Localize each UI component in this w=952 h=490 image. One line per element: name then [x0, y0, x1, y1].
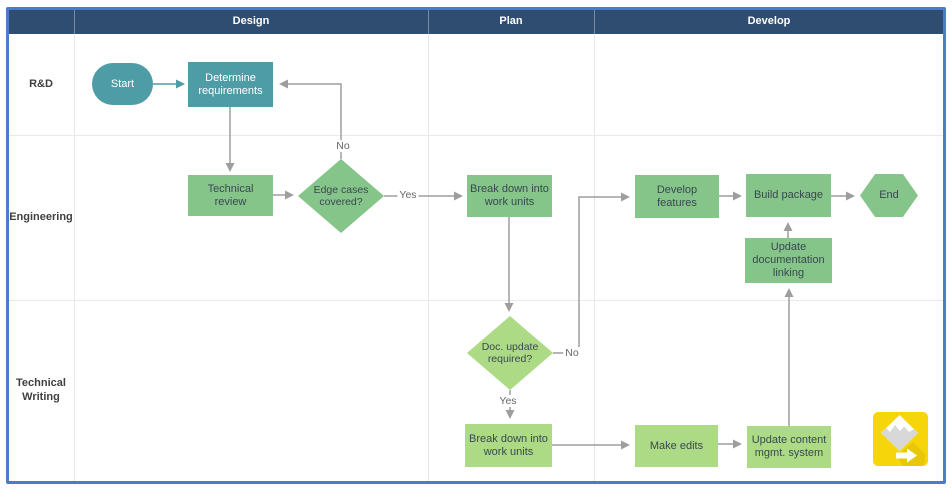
- node-technical-review[interactable]: Technical review: [188, 175, 273, 216]
- node-develop-features[interactable]: Develop features: [635, 175, 719, 218]
- connector-edgecases-no-to-determine: [279, 79, 342, 159]
- header-divider: [428, 8, 429, 34]
- node-edge-cases-decision[interactable]: Edge cases covered?: [298, 159, 384, 233]
- node-update-content-mgmt-system[interactable]: Update content mgmt. system: [747, 426, 831, 468]
- column-divider: [594, 34, 595, 481]
- lane-divider: [8, 135, 944, 136]
- edge-label-yes-down: Yes: [497, 395, 519, 407]
- phase-header-design: Design: [232, 15, 270, 27]
- node-break-down-work-units-tw[interactable]: Break down into work units: [465, 424, 552, 467]
- lane-label-rnd: R&D: [29, 77, 53, 90]
- lane-label-engineering: Engineering: [9, 210, 73, 223]
- lane-divider: [8, 300, 944, 301]
- header-divider: [594, 8, 595, 34]
- node-doc-update-decision[interactable]: Doc. update required?: [467, 316, 553, 390]
- node-build-package[interactable]: Build package: [746, 174, 831, 217]
- phase-header-band: [8, 8, 944, 34]
- node-determine-requirements[interactable]: Determine requirements: [188, 62, 273, 107]
- node-break-down-work-units-plan[interactable]: Break down into work units: [467, 175, 552, 217]
- phase-header-plan: Plan: [499, 15, 523, 27]
- node-update-documentation-linking[interactable]: Update documentation linking: [745, 238, 832, 283]
- node-start[interactable]: Start: [92, 63, 153, 105]
- node-end[interactable]: End: [860, 174, 918, 217]
- edge-label-no-loop: No: [334, 140, 352, 152]
- connector-docupdate-no-to-develop: [553, 192, 630, 354]
- edge-label-yes-to-plan: Yes: [397, 189, 419, 201]
- header-divider: [74, 8, 75, 34]
- column-divider: [74, 34, 75, 481]
- phase-header-develop: Develop: [747, 15, 791, 27]
- lane-label-technical-writing: Technical Writing: [16, 376, 66, 403]
- column-divider: [428, 34, 429, 481]
- edge-label-no-to-develop: No: [563, 347, 581, 359]
- diagram-tool-logo-icon[interactable]: [873, 412, 928, 466]
- node-make-edits[interactable]: Make edits: [635, 425, 718, 467]
